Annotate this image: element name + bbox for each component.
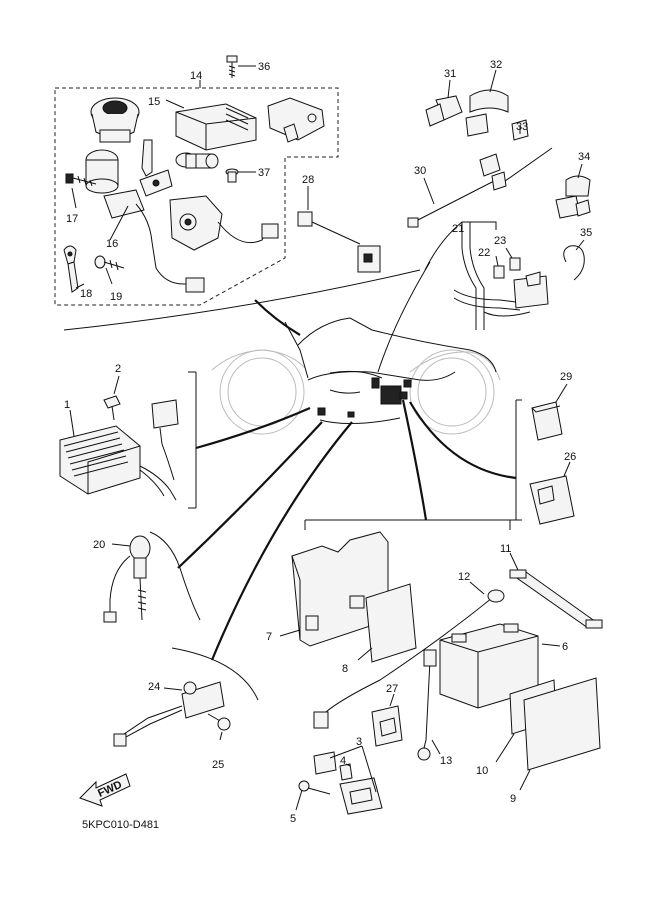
part-label-20: 20 [93, 539, 105, 551]
part-label-28: 28 [302, 174, 314, 186]
part-label-9: 9 [510, 793, 516, 805]
clip-31 [425, 79, 463, 127]
bolt-5 [295, 780, 331, 811]
part-label-24: 24 [148, 681, 160, 693]
pad-9 [519, 677, 601, 791]
screw-25 [207, 713, 231, 741]
fwd-arrow-icon: FWD [79, 773, 131, 807]
band-33 [479, 119, 553, 191]
part-label-18: 18 [80, 288, 92, 300]
screw-17 [65, 173, 97, 209]
ecu-block [380, 385, 402, 405]
part-label-10: 10 [476, 765, 488, 777]
pad-8 [357, 583, 417, 663]
switch-cover-part [90, 97, 140, 143]
part-label-12: 12 [458, 571, 470, 583]
part-label-30: 30 [414, 165, 426, 177]
relay-23 [505, 247, 521, 271]
cable-tie-30 [407, 177, 497, 228]
key-18 [63, 245, 85, 293]
part-label-13: 13 [440, 755, 452, 767]
cable-13 [417, 649, 441, 761]
part-label-16: 16 [106, 238, 118, 250]
bracket-7 [279, 531, 389, 647]
lock-cylinder-part [175, 152, 219, 169]
part-label-32: 32 [490, 59, 502, 71]
relay-3-4-group [313, 745, 383, 815]
main-switch-16 [85, 149, 279, 293]
motorcycle-silhouette [211, 317, 501, 435]
relay-29 [531, 383, 568, 441]
relay-22 [493, 255, 505, 279]
part-label-21: 21 [452, 223, 464, 235]
wire-harness-21 [453, 222, 549, 330]
part-label-5: 5 [290, 813, 296, 825]
part-label-35: 35 [580, 227, 592, 239]
part-label-2: 2 [115, 363, 121, 375]
part-label-19: 19 [110, 291, 122, 303]
screw-19 [94, 255, 125, 285]
bolt-36 [226, 55, 256, 78]
lead-wire-28 [297, 186, 381, 273]
part-label-23: 23 [494, 235, 506, 247]
part-label-37: 37 [258, 167, 270, 179]
part-label-31: 31 [444, 68, 456, 80]
diagram-code: 5KPC010-D481 [82, 819, 159, 831]
part-label-6: 6 [562, 641, 568, 653]
part-label-7: 7 [266, 631, 272, 643]
connector-curves [63, 221, 522, 701]
part-label-36: 36 [258, 61, 270, 73]
key-part [139, 139, 173, 197]
grommet-37 [225, 168, 256, 183]
part-label-22: 22 [478, 247, 490, 259]
part-label-8: 8 [342, 663, 348, 675]
clamp-35 [563, 239, 585, 281]
switch-20 [103, 535, 151, 623]
part-label-17: 17 [66, 213, 78, 225]
part-label-27: 27 [386, 683, 398, 695]
strap-11 [509, 552, 603, 629]
bolt-2 [103, 375, 121, 421]
part-labels: 14 36 15 37 17 16 18 19 28 31 32 33 34 3… [64, 59, 592, 825]
fwd-label: FWD [96, 779, 124, 800]
ignition-kit-dashed-box [54, 87, 339, 306]
part-label-34: 34 [578, 151, 590, 163]
part-label-11: 11 [500, 543, 511, 555]
holder-34 [555, 163, 591, 219]
rectifier-regulator-1 [59, 399, 179, 501]
part-label-29: 29 [560, 371, 572, 383]
part-label-3: 3 [356, 736, 362, 748]
band-32 [465, 69, 509, 137]
part-label-25: 25 [212, 759, 224, 771]
connector-27 [371, 693, 403, 747]
part-label-14: 14 [190, 70, 202, 82]
part-label-4: 4 [340, 755, 346, 767]
part-label-1: 1 [64, 399, 70, 411]
cable-12 [313, 581, 505, 729]
part-label-26: 26 [564, 451, 576, 463]
cdi-unit-15 [165, 97, 325, 151]
switch-24 [113, 681, 225, 747]
unit-26 [529, 461, 575, 525]
part-label-33: 33 [516, 121, 528, 133]
part-label-15: 15 [148, 96, 160, 108]
